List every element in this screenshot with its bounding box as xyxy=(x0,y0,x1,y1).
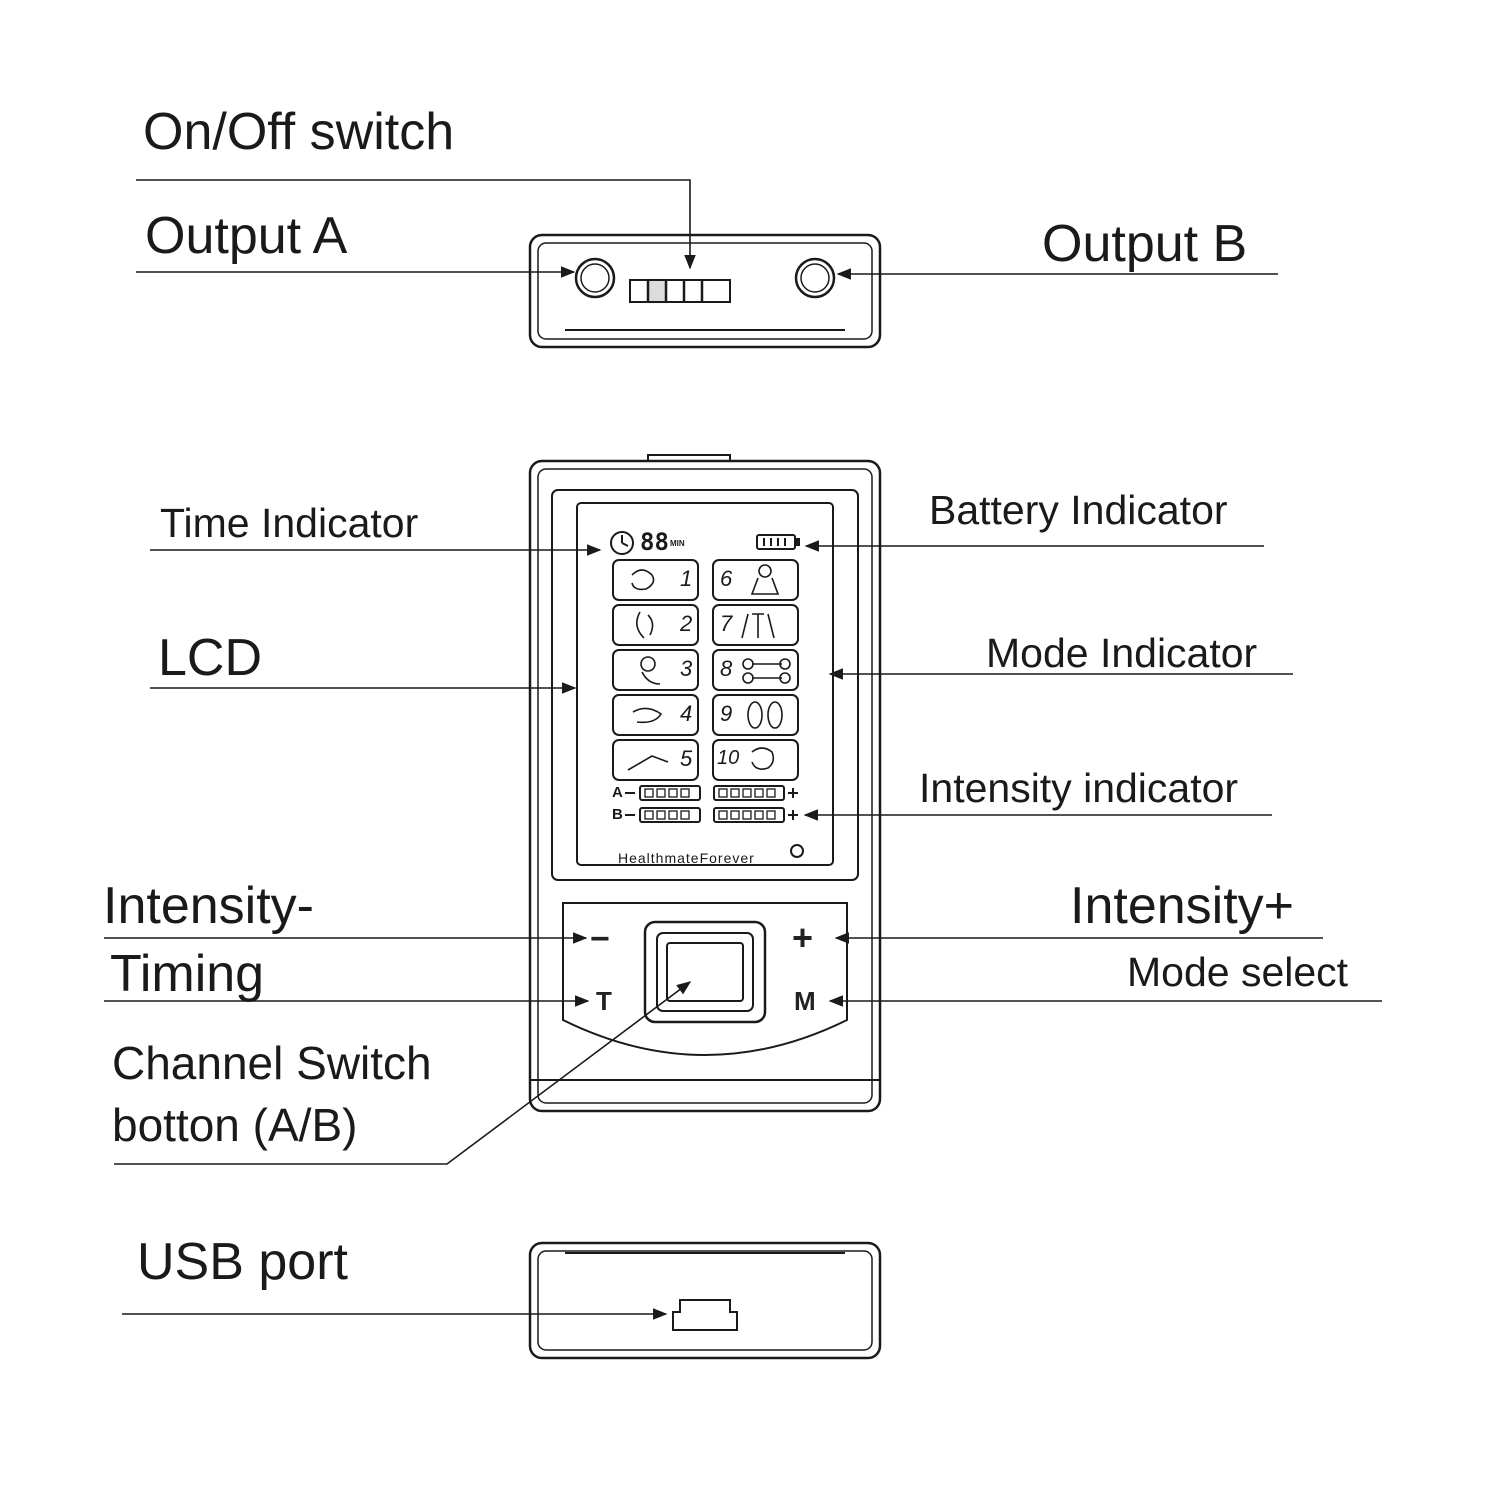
label-timing: Timing xyxy=(110,945,265,1003)
mode-number-1: 1 xyxy=(680,566,693,591)
mode-box-5 xyxy=(612,739,699,781)
mode-number-9: 9 xyxy=(720,701,733,726)
label-mode-indicator: Mode Indicator xyxy=(986,630,1258,676)
mode-box-4 xyxy=(612,694,699,736)
leader-lines xyxy=(104,179,1382,1320)
mode-number-3: 3 xyxy=(680,656,693,681)
channel-switch-button xyxy=(643,920,767,1024)
label-intensity-indicator: Intensity indicator xyxy=(919,765,1239,811)
mode-number-4: 4 xyxy=(680,701,693,726)
label-output-b: Output B xyxy=(1042,215,1248,273)
mode-box-1 xyxy=(612,559,699,601)
output-a-jack xyxy=(574,257,616,299)
mode-number-2: 2 xyxy=(680,611,693,636)
label-intensity-plus: Intensity+ xyxy=(1070,877,1295,935)
time-unit: MIN xyxy=(670,539,685,548)
battery-icon xyxy=(756,534,796,550)
intensity-plus-button[interactable]: + xyxy=(792,917,814,958)
mode-number-7: 7 xyxy=(720,611,733,636)
bottom-view xyxy=(528,1241,882,1360)
label-intensity-minus: Intensity- xyxy=(103,877,314,935)
mode-box-2 xyxy=(612,604,699,646)
brand-logo-icon xyxy=(790,844,804,858)
mode-number-8: 8 xyxy=(720,656,733,681)
mode-box-7 xyxy=(712,604,799,646)
timing-button[interactable]: T xyxy=(596,986,612,1016)
mode-box-9 xyxy=(712,694,799,736)
mode-number-10: 10 xyxy=(717,747,740,769)
output-b-jack xyxy=(794,257,836,299)
mode-box-3 xyxy=(612,649,699,691)
mode-box-8 xyxy=(712,649,799,691)
label-time-indicator: Time Indicator xyxy=(160,500,419,546)
channel-a-label: A xyxy=(612,784,623,801)
label-lcd: LCD xyxy=(158,629,263,687)
label-mode-select: Mode select xyxy=(1127,949,1349,995)
front-view xyxy=(528,454,882,1113)
button-panel xyxy=(562,902,848,1056)
intensity-minus-button[interactable]: − xyxy=(590,920,610,958)
time-digits: 88 xyxy=(640,528,669,556)
mode-box-10 xyxy=(712,739,799,781)
onoff-switch xyxy=(629,278,731,304)
lcd-contents xyxy=(610,531,804,858)
label-usb-port: USB port xyxy=(137,1233,348,1291)
intensity-bars xyxy=(625,785,798,823)
lcd-screen xyxy=(576,502,834,866)
top-view xyxy=(528,233,882,349)
usb-port xyxy=(672,1299,738,1331)
label-output-a: Output A xyxy=(145,207,348,265)
label-battery-indicator: Battery Indicator xyxy=(929,487,1228,533)
channel-b-label: B xyxy=(612,806,623,823)
brand-name: HealthmateForever xyxy=(618,850,755,866)
mode-box-6 xyxy=(712,559,799,601)
label-channel-switch-line2: botton (A/B) xyxy=(112,1099,358,1151)
mode-number-6: 6 xyxy=(720,566,733,591)
label-channel-switch-line1: Channel Switch xyxy=(112,1037,432,1089)
mode-select-button[interactable]: M xyxy=(794,986,816,1016)
label-onoff-switch: On/Off switch xyxy=(143,103,455,161)
mode-pictograms xyxy=(627,564,791,771)
mode-number-5: 5 xyxy=(680,746,693,771)
clock-icon xyxy=(610,531,634,555)
